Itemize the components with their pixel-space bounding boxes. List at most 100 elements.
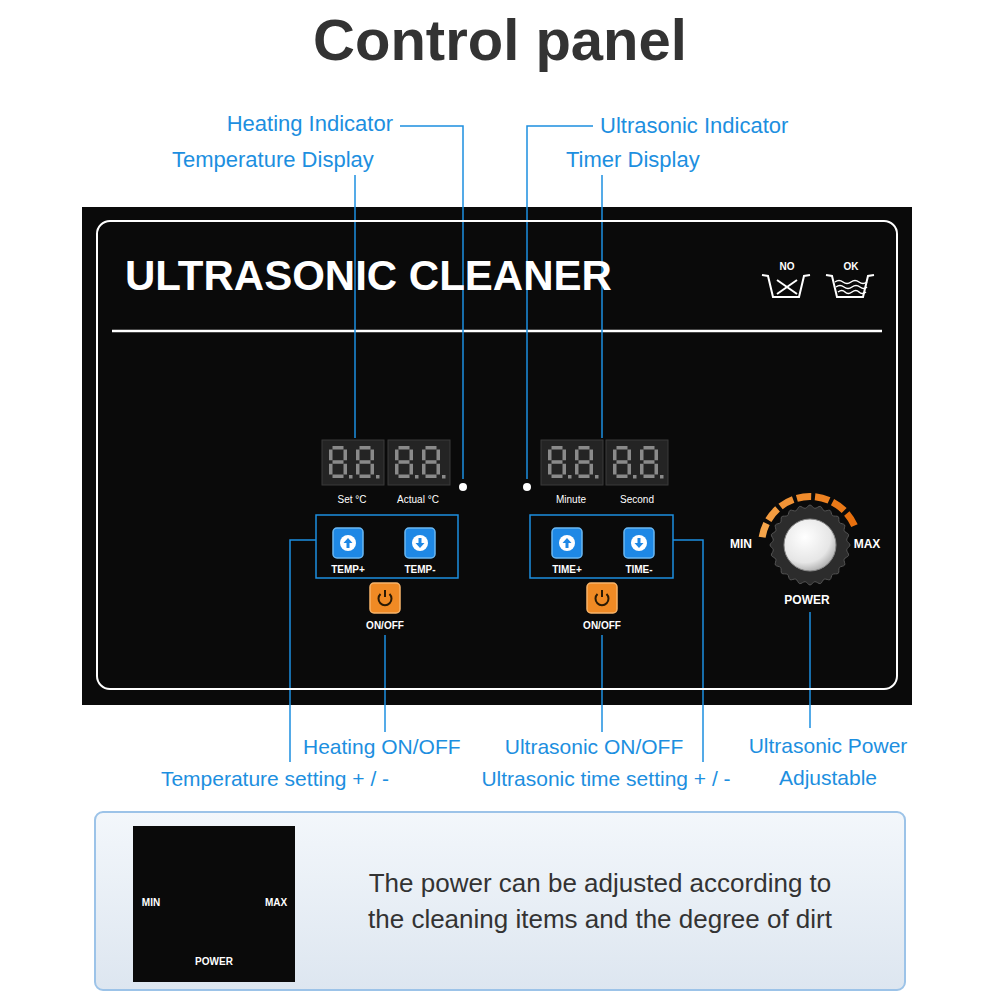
time-button-group: [530, 515, 673, 578]
display-segment: [437, 450, 441, 461]
knob-label: MIN: [142, 897, 160, 909]
display-segment: [617, 475, 628, 479]
knob-label: MIN: [730, 538, 752, 552]
callout-label: Ultrasonic time setting + / -: [481, 767, 730, 791]
display-segment: [437, 464, 441, 475]
power-scale: [796, 493, 811, 502]
display-segment: [613, 450, 617, 461]
panel-frame: ULTRASONIC CLEANER: [96, 220, 898, 690]
display-segment: [426, 460, 437, 464]
display-dot: [349, 475, 353, 479]
display-segment: [617, 460, 628, 464]
display-segment: [563, 464, 567, 475]
knob-body: [770, 505, 850, 585]
display-segment: [575, 464, 579, 475]
knob-label: MAX: [265, 897, 287, 909]
display-segment: [344, 464, 348, 475]
callout-label: Ultrasonic ON/OFF: [505, 735, 684, 759]
display-segment: [644, 460, 655, 464]
power-scale: [759, 522, 770, 538]
callout-label: Ultrasonic Indicator: [600, 113, 788, 138]
callout-label: Temperature setting + / -: [161, 767, 389, 791]
button-label: ON/OFF: [366, 620, 404, 632]
display-segment: [579, 446, 590, 450]
arrow-symbol: [416, 538, 425, 548]
knob-closeup-background: [133, 826, 295, 982]
display-segment: [552, 460, 563, 464]
display-label: Actual °C: [397, 494, 439, 506]
display-segment: [640, 450, 644, 461]
display-segment: [628, 464, 632, 475]
display-segment: [575, 450, 579, 461]
display-segment: [395, 450, 399, 461]
arrow-button: [552, 528, 582, 558]
icon-label: NO: [780, 261, 795, 273]
display-segment: [371, 464, 375, 475]
note-text: The power can be adjusted according to t…: [305, 865, 895, 937]
button-label: TIME-: [625, 564, 652, 576]
display-window: [388, 440, 450, 485]
callout-label: Heating Indicator: [227, 111, 393, 136]
display-segment: [356, 464, 360, 475]
display-segment: [628, 450, 632, 461]
separator-line: [112, 330, 882, 333]
display-segment: [548, 464, 552, 475]
display-segment: [399, 446, 410, 450]
arrow-button: [333, 528, 363, 558]
arrow-symbol: [563, 538, 572, 548]
power-symbol: [596, 590, 609, 605]
display-segment: [399, 460, 410, 464]
display-window: [541, 440, 603, 485]
knob-label: POWER: [784, 594, 829, 608]
callout-label: Ultrasonic Power Adjustable: [733, 730, 923, 794]
ultrasonic-indicator-led: [523, 483, 531, 491]
display-segment: [329, 450, 333, 461]
arrow-symbol: [344, 538, 353, 548]
display-label: Second: [620, 494, 654, 506]
button-disc: [631, 535, 647, 551]
display-segment: [422, 464, 426, 475]
buttons: [333, 528, 654, 613]
display-segment: [426, 475, 437, 479]
display-segment: [579, 460, 590, 464]
button-disc: [340, 535, 356, 551]
callout-label: Temperature Display: [172, 147, 374, 172]
icon-label: OK: [844, 261, 859, 273]
display-segment: [360, 460, 371, 464]
button-label: TEMP-: [404, 564, 435, 576]
display-segment: [399, 475, 410, 479]
power-scale: [778, 496, 794, 509]
display-dot: [660, 475, 664, 479]
display-segment: [655, 464, 659, 475]
power-scale: [831, 499, 847, 513]
button-label: TEMP+: [331, 564, 365, 576]
display-window: [606, 440, 668, 485]
display-segment: [410, 464, 414, 475]
display-segment: [426, 446, 437, 450]
button-label: TIME+: [552, 564, 582, 576]
page-title: Control panel: [313, 7, 687, 74]
display-segment: [579, 475, 590, 479]
heating-indicator-led: [459, 483, 467, 491]
temp-button-group: [316, 515, 458, 578]
display-segment: [617, 446, 628, 450]
display-segment: [344, 450, 348, 461]
display-dot: [415, 475, 419, 479]
display-dot: [568, 475, 572, 479]
display-dot: [376, 475, 380, 479]
display-segment: [333, 460, 344, 464]
display-segment: [640, 464, 644, 475]
arrow-button: [624, 528, 654, 558]
display-segment: [360, 446, 371, 450]
callout-label: Heating ON/OFF: [303, 735, 461, 759]
display-segment: [563, 450, 567, 461]
display-dot: [633, 475, 637, 479]
knob-label: POWER: [195, 956, 233, 968]
display-segment: [333, 475, 344, 479]
display-segment: [552, 446, 563, 450]
power-knob: [759, 493, 858, 585]
display-label: Set °C: [337, 494, 366, 506]
display-label: Minute: [556, 494, 586, 506]
power-scale: [765, 506, 780, 522]
